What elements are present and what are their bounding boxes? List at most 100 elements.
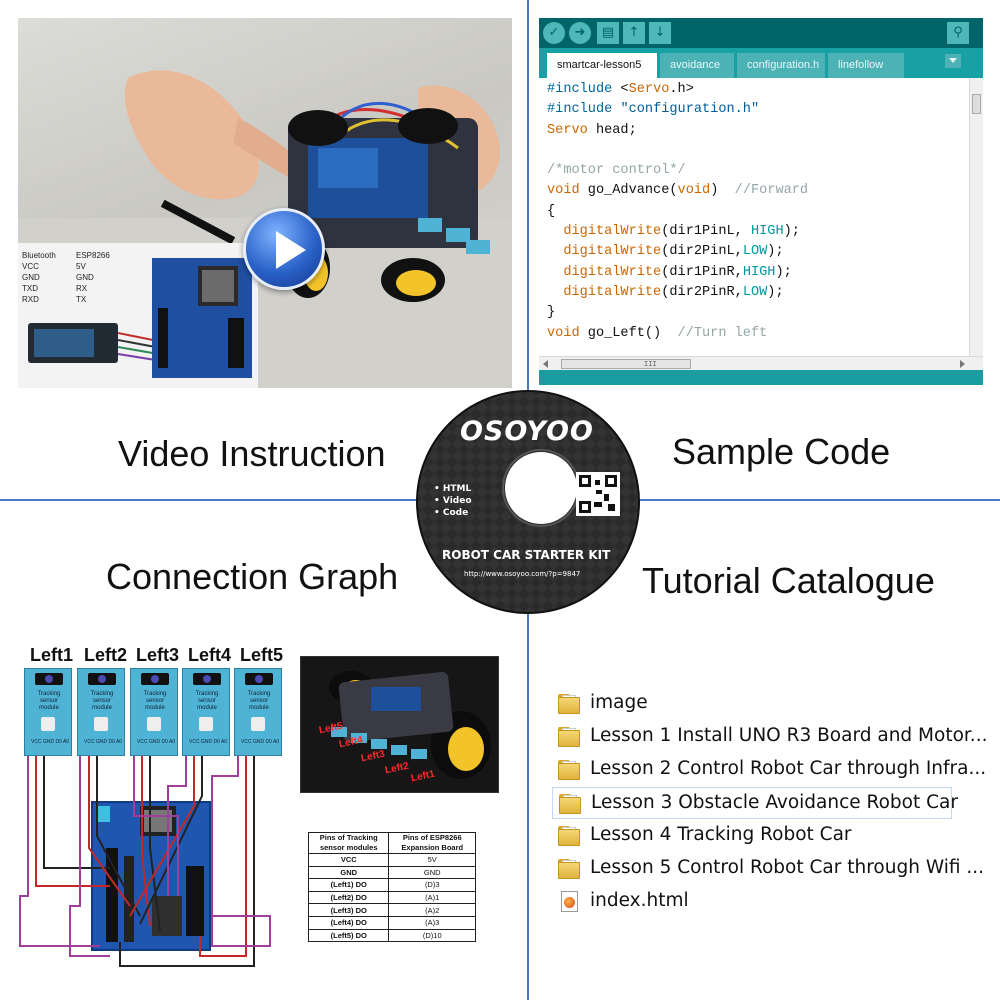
table-cell: (A)1 [388, 890, 476, 905]
table-cell: (Left5) DO [307, 928, 390, 943]
file-name: Lesson 3 Obstacle Avoidance Robot Car [591, 792, 958, 813]
table-cell: GND [388, 865, 476, 880]
pin-cell: RX [76, 284, 88, 293]
table-header: Pins of Tracking sensor modules [307, 832, 390, 854]
tutorial-catalogue-label: Tutorial Catalogue [642, 560, 935, 601]
file-name: Lesson 2 Control Robot Car through Infra… [590, 758, 987, 779]
table-header: Pins of ESP8266 Expansion Board [388, 832, 476, 854]
sensor-caption: Tracking sensor module [90, 691, 114, 711]
pin-cell: TXD [22, 284, 38, 293]
table-row: (Left3) DO(A)2 [307, 903, 476, 917]
sensor-pins: VCC GND D0 A0 [241, 739, 280, 745]
cd-item: • HTML [434, 484, 472, 494]
sensor-label-left1: Left1 [30, 645, 74, 665]
code-text: #include <Servo.h> #include "configurati… [547, 82, 809, 341]
sensor-label-left4: Left4 [188, 645, 232, 665]
table-row: (Left1) DO(D)3 [307, 878, 476, 892]
save-icon[interactable]: ↓ [649, 22, 671, 44]
list-item[interactable]: image [552, 688, 952, 720]
sensor-caption: Tracking sensor module [195, 691, 219, 711]
file-name: index.html [590, 890, 689, 911]
ide-tab-bar: smartcar-lesson5 avoidance configuration… [539, 48, 983, 78]
connection-graph-label: Connection Graph [106, 556, 399, 597]
new-icon[interactable]: ▤ [597, 22, 619, 44]
robot-car-photo: Left5 Left4 Left3 Left2 Left1 [300, 656, 499, 793]
list-item[interactable]: Lesson 4 Tracking Robot Car [552, 820, 952, 852]
cd-title: ROBOT CAR STARTER KIT [442, 548, 611, 562]
video-scene [18, 70, 512, 388]
pin-header: ESP8266 [76, 251, 110, 260]
html-file-icon [561, 891, 578, 912]
pin-cell: GND [76, 273, 94, 282]
folder-icon [558, 826, 580, 846]
list-item[interactable]: Lesson 1 Install UNO R3 Board and Motor.… [552, 721, 987, 753]
sensor-pins: VCC GND D0 A0 [31, 739, 70, 745]
serial-monitor-icon[interactable]: ⚲ [947, 22, 969, 44]
car-photo-graphic [329, 671, 491, 779]
list-item[interactable]: Lesson 2 Control Robot Car through Infra… [552, 754, 986, 786]
folder-icon [558, 760, 580, 780]
table-cell: (D)10 [388, 928, 476, 943]
cd-url: http://www.osoyoo.com/?p=9847 [464, 570, 581, 578]
table-row: (Left5) DO(D)10 [307, 928, 476, 943]
file-name: Lesson 1 Install UNO R3 Board and Motor.… [590, 725, 988, 746]
cd-graphic [416, 390, 640, 614]
play-icon [276, 231, 306, 269]
video-instruction-label: Video Instruction [118, 433, 386, 474]
file-name: Lesson 4 Tracking Robot Car [590, 824, 852, 845]
upload-icon[interactable]: ➜ [569, 22, 591, 44]
tab-menu-button[interactable] [945, 54, 961, 68]
scroll-grip: III [644, 360, 657, 368]
scroll-right-icon[interactable] [960, 360, 965, 368]
play-button[interactable] [243, 208, 325, 290]
horizontal-scrollbar[interactable]: III [539, 356, 983, 370]
scroll-thumb[interactable] [972, 94, 981, 114]
wiring-diagram [19, 756, 271, 967]
folder-icon [558, 727, 580, 747]
sensor-pins: VCC GND D0 A0 [189, 739, 228, 745]
tab-linefollow[interactable]: linefollow [828, 53, 904, 78]
pin-header: Bluetooth [22, 251, 56, 260]
table-cell: (Left4) DO [307, 915, 390, 930]
list-item[interactable]: index.html [552, 886, 952, 918]
ide-toolbar: ✓ ➜ ▤ ↑ ↓ ⚲ [539, 18, 983, 48]
vertical-scrollbar[interactable] [969, 78, 983, 356]
code-editor[interactable]: #include <Servo.h> #include "configurati… [539, 78, 983, 356]
tab-avoidance[interactable]: avoidance [660, 53, 734, 78]
sensor-caption: Tracking sensor module [37, 691, 61, 711]
scroll-left-icon[interactable] [543, 360, 548, 368]
cd-item: • Code [434, 508, 469, 518]
pin-cell: TX [76, 295, 87, 304]
table-cell: (D)3 [388, 878, 476, 892]
verify-icon[interactable]: ✓ [543, 22, 565, 44]
tab-smartcar-lesson5[interactable]: smartcar-lesson5 [547, 53, 657, 78]
sensor-pins: VCC GND D0 A0 [137, 739, 176, 745]
list-item-selected[interactable]: Lesson 3 Obstacle Avoidance Robot Car [552, 787, 958, 819]
table-cell: VCC [307, 853, 390, 867]
file-name: Lesson 5 Control Robot Car through Wifi … [590, 857, 985, 878]
sensor-pins: VCC GND D0 A0 [84, 739, 123, 745]
folder-icon [559, 794, 581, 814]
open-icon[interactable]: ↑ [623, 22, 645, 44]
table-cell: (Left1) DO [307, 878, 390, 892]
list-item[interactable]: Lesson 5 Control Robot Car through Wifi … [552, 853, 984, 885]
table-cell: (Left3) DO [307, 903, 390, 917]
pin-cell: 5V [76, 262, 86, 271]
scroll-thumb[interactable]: III [561, 359, 691, 369]
folder-icon [558, 859, 580, 879]
chevron-down-icon [949, 58, 957, 63]
table-cell: GND [307, 865, 390, 880]
table-row: (Left2) DO(A)1 [307, 890, 476, 905]
cd-item: • Video [434, 496, 472, 506]
tab-configuration[interactable]: configuration.h [737, 53, 825, 78]
file-explorer-list: image Lesson 1 Install UNO R3 Board and … [552, 688, 987, 923]
